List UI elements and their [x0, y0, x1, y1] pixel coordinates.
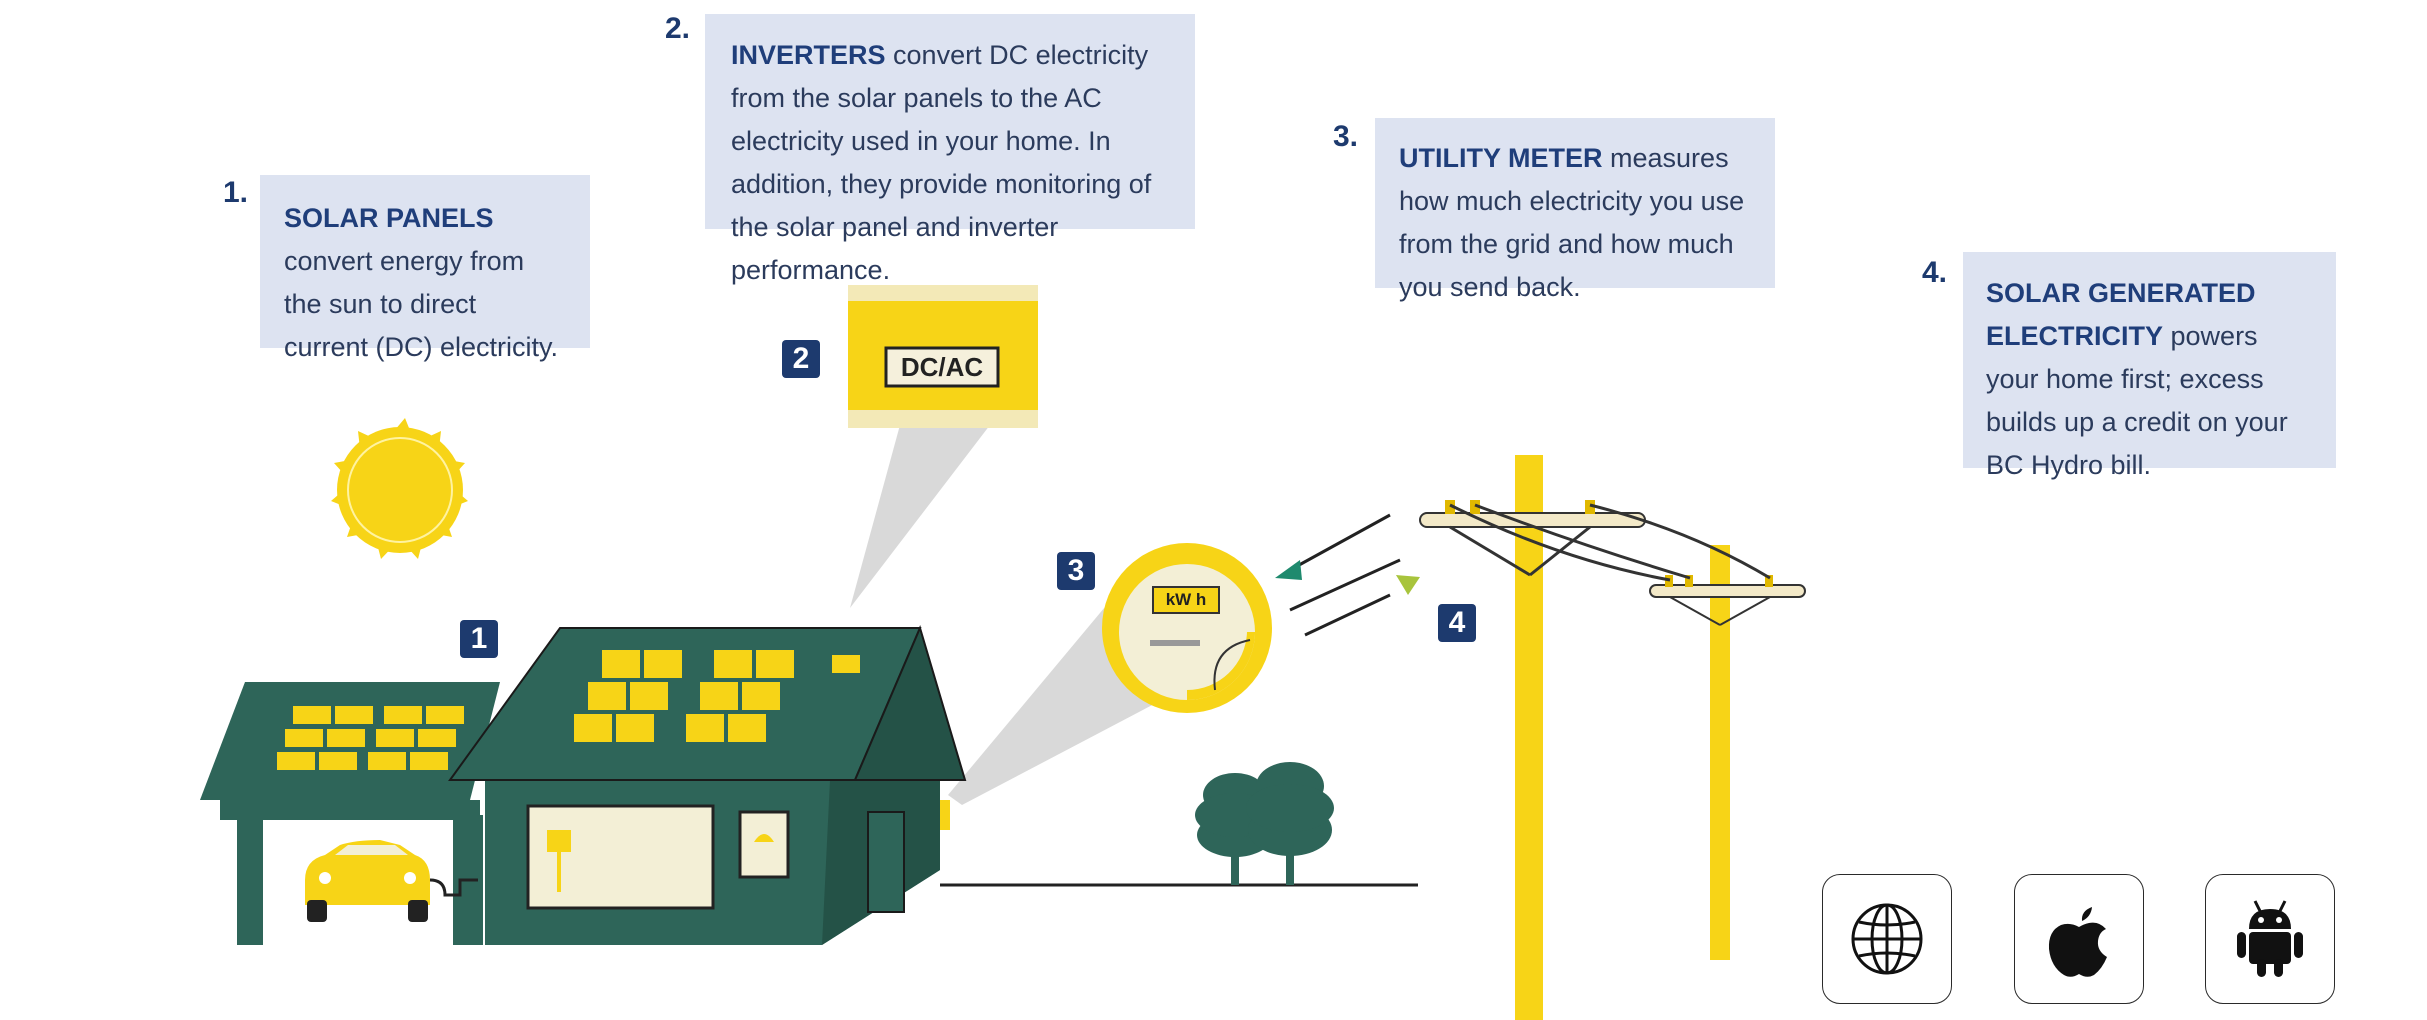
badge-4: 4 [1438, 604, 1476, 642]
step-3-text: measures how much electricity you use fr… [1399, 143, 1745, 302]
globe-icon [1851, 903, 1923, 975]
step-3-heading: UTILITY METER [1399, 143, 1603, 173]
apple-icon [2048, 907, 2107, 977]
step-2-number: 2. [665, 12, 691, 45]
step-2-text: convert DC electricity from the solar pa… [731, 40, 1152, 285]
step-2-callout: INVERTERS convert DC electricity from th… [705, 14, 1195, 285]
step-1-text: convert energy from the sun to direct cu… [284, 246, 559, 362]
step-3-callout: UTILITY METER measures how much electric… [1375, 118, 1775, 302]
meter-label: kW h [1165, 590, 1207, 609]
android-app-button[interactable] [2205, 874, 2335, 1004]
inverter-label: DC/AC [900, 351, 984, 382]
badge-3: 3 [1057, 552, 1095, 590]
energy-flow-arrows [1275, 513, 1420, 637]
web-app-button[interactable] [1822, 874, 1952, 1004]
badge-2: 2 [782, 340, 820, 378]
step-2-heading: INVERTERS [731, 40, 886, 70]
android-icon [2237, 900, 2303, 977]
sun-icon [331, 418, 468, 559]
electric-car [305, 840, 478, 922]
ios-app-button[interactable] [2014, 874, 2144, 1004]
step-4-text: powers your home first; excess builds up… [1986, 321, 2288, 480]
trees [1195, 762, 1334, 885]
roof-solar-panels [574, 650, 794, 742]
house [448, 625, 967, 945]
utility-meter [1102, 543, 1272, 713]
step-1-heading: SOLAR PANELS [284, 203, 494, 233]
utility-poles [1419, 455, 1806, 1020]
step-3-number: 3. [1333, 120, 1359, 153]
carport-solar-panels [277, 706, 464, 770]
badge-1: 1 [460, 620, 498, 658]
inverter-box [848, 285, 1038, 428]
step-4-number: 4. [1922, 256, 1948, 289]
step-4-callout: SOLAR GENERATED ELECTRICITY powers your … [1963, 252, 2336, 480]
step-1-callout: SOLAR PANELS convert energy from the sun… [260, 175, 590, 362]
step-4-heading: SOLAR GENERATED ELECTRICITY [1986, 278, 2256, 351]
step-1-number: 1. [223, 176, 249, 209]
